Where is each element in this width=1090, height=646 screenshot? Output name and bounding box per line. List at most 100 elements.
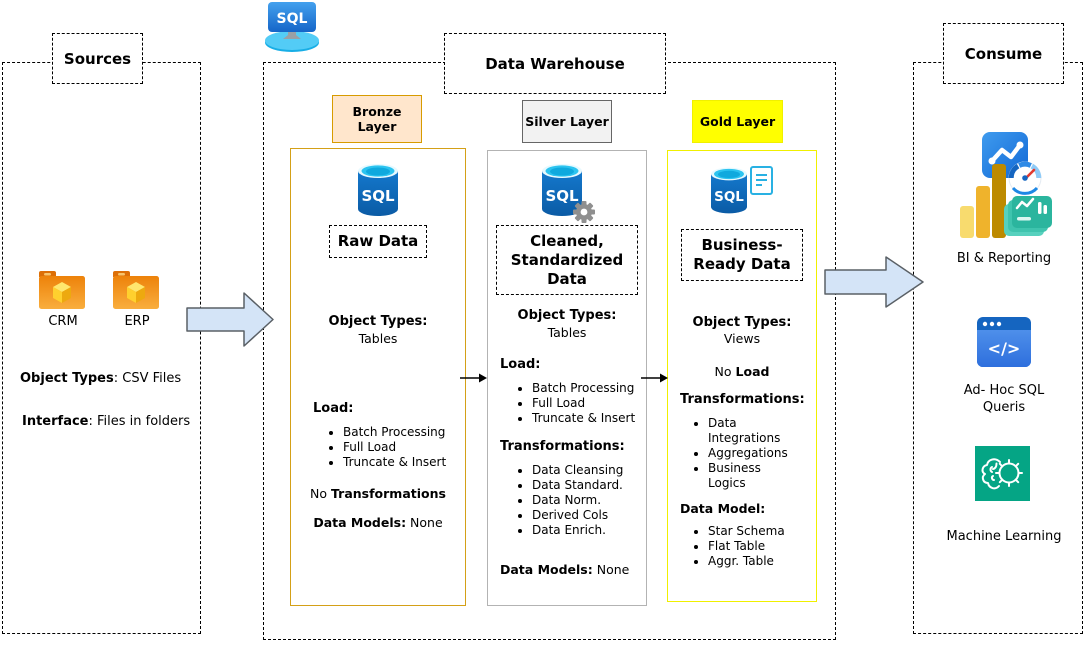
no-load-bold: Load <box>735 363 770 379</box>
sources-title: Sources <box>52 33 143 84</box>
bronze-layer-label: Bronze Layer <box>332 95 422 143</box>
object-types-value: Tables <box>358 330 398 346</box>
folder-cube-icon <box>113 271 159 309</box>
bullet-item: Star Schema <box>708 524 816 539</box>
bullet-item: Business Logics <box>708 461 796 491</box>
bullet-item: Batch Processing <box>343 425 465 440</box>
sql-database-icon: SQL <box>358 164 398 216</box>
report-cards-icon <box>1004 196 1052 236</box>
silver-title-box: Cleaned, Standardized Data <box>496 225 638 296</box>
bronze-to-silver-arrow-icon <box>460 373 487 383</box>
folder-cube-icon <box>39 271 85 309</box>
bronze-layer-label-text: Bronze Layer <box>352 104 402 134</box>
models-value: None <box>592 562 630 578</box>
bronze-load-list: Batch Processing Full Load Truncate & In… <box>291 425 465 470</box>
gold-layer-label-text: Gold Layer <box>699 114 776 129</box>
gold-layer-label: Gold Layer <box>692 100 783 143</box>
bullet-item: Data Norm. <box>532 493 646 508</box>
consume-title-text: Consume <box>964 44 1043 63</box>
bronze-data-models: Data Models: None <box>291 515 465 531</box>
folder-label: ERP <box>124 314 150 329</box>
object-types-label: Object Types: <box>328 313 428 329</box>
sql-database-report-icon: SQL <box>711 166 773 214</box>
bullet-item: Flat Table <box>708 539 816 554</box>
silver-to-gold-arrow-icon <box>641 373 668 383</box>
gold-transformations-list: Data Integrations Aggregations Business … <box>668 416 796 491</box>
models-value: None <box>406 515 443 531</box>
sql-server-icon: SQL <box>265 2 319 52</box>
code-glyph: </> <box>988 339 1021 358</box>
silver-title-text: Cleaned, Standardized Data <box>510 232 624 288</box>
bullet-item: Data Standard. <box>532 478 646 493</box>
sources-to-warehouse-arrow-icon <box>186 292 274 347</box>
bullet-item: Data Enrich. <box>532 523 646 538</box>
bullet-item: Data Cleansing <box>532 463 646 478</box>
data-warehouse-title: Data Warehouse <box>444 33 666 94</box>
warehouse-to-consume-arrow-icon <box>824 256 924 308</box>
sql-server-label: SQL <box>277 11 308 27</box>
object-types-value: Views <box>723 331 761 347</box>
power-bi-icon <box>960 164 1006 238</box>
silver-layer-label: Silver Layer <box>522 100 612 143</box>
bronze-title-box: Raw Data <box>329 225 427 258</box>
sources-object-types: Object Types: CSV Files <box>20 371 181 386</box>
ml-brain-gear-icon <box>975 446 1030 501</box>
source-erp: ERP <box>112 267 162 329</box>
adhoc-sql-label: Ad- Hoc SQL Queris <box>963 383 1045 415</box>
sql-code-window-icon: </> <box>977 317 1031 367</box>
consume-title: Consume <box>943 23 1064 84</box>
fact-label: Object Types <box>20 371 114 386</box>
gold-data-model: Data Model: <box>668 501 816 517</box>
models-label: Data Models: <box>313 515 407 531</box>
folder-label: CRM <box>48 314 78 329</box>
bronze-load-label: Load: <box>313 400 354 416</box>
data-warehouse-title-text: Data Warehouse <box>485 54 625 73</box>
bronze-layer-box: SQL Raw Data Object Types: Tables Load: … <box>290 148 466 606</box>
gold-model-list: Star Schema Flat Table Aggr. Table <box>668 524 816 569</box>
bi-reporting-label: BI & Reporting <box>956 251 1052 266</box>
silver-data-models: Data Models: None <box>488 562 646 578</box>
bullet-item: Derived Cols <box>532 508 646 523</box>
bronze-no-transformations: No Transformations <box>291 486 465 502</box>
gold-object-types: Object Types: Views <box>668 315 816 348</box>
sources-group-frame <box>2 62 201 634</box>
sources-interface: Interface: Files in folders <box>22 414 190 429</box>
silver-layer-box: SQL Cleaned, Standardized Data Object Ty… <box>487 150 647 606</box>
sql-db-label: SQL <box>545 187 579 205</box>
bi-reporting-icon <box>960 132 1052 238</box>
models-label: Data Models: <box>500 562 593 578</box>
gear-badge-icon <box>573 201 595 223</box>
bronze-object-types: Object Types: Tables <box>291 314 465 347</box>
sql-database-gear-icon: SQL <box>542 164 595 223</box>
model-label: Data Model: <box>680 500 766 516</box>
no-transform-prefix: No <box>310 485 332 501</box>
fact-label: Interface <box>22 414 89 429</box>
gold-title-box: Business-Ready Data <box>681 229 803 281</box>
machine-learning-label: Machine Learning <box>946 529 1062 544</box>
bullet-item: Full Load <box>343 440 465 455</box>
bullet-item: Truncate & Insert <box>532 411 646 426</box>
silver-object-types: Object Types: Tables <box>488 308 646 341</box>
gold-no-load: No Load <box>668 364 816 380</box>
bullet-item: Data Integrations <box>708 416 796 446</box>
gold-layer-box: SQL Business-Ready Data Object Types: Vi… <box>667 150 817 602</box>
silver-load-list: Batch Processing Full Load Truncate & In… <box>488 381 646 426</box>
object-types-label: Object Types: <box>517 308 617 324</box>
object-types-value: Tables <box>547 325 587 341</box>
gold-transformations-label: Transformations: <box>680 391 805 407</box>
sources-title-text: Sources <box>63 49 132 68</box>
bullet-item: Batch Processing <box>532 381 646 396</box>
silver-transformations-list: Data Cleansing Data Standard. Data Norm.… <box>488 463 646 538</box>
fact-value: : CSV Files <box>113 371 182 386</box>
sql-db-label: SQL <box>361 187 395 205</box>
silver-load-label: Load: <box>500 357 541 373</box>
report-doc-badge-icon <box>750 166 773 195</box>
silver-transformations-label: Transformations: <box>500 439 625 455</box>
silver-layer-label-text: Silver Layer <box>525 114 609 129</box>
bronze-title-text: Raw Data <box>337 232 419 250</box>
gold-title-text: Business-Ready Data <box>693 236 791 273</box>
bullet-item: Aggregations <box>708 446 796 461</box>
no-load-prefix: No <box>714 363 736 379</box>
source-crm: CRM <box>38 267 88 329</box>
